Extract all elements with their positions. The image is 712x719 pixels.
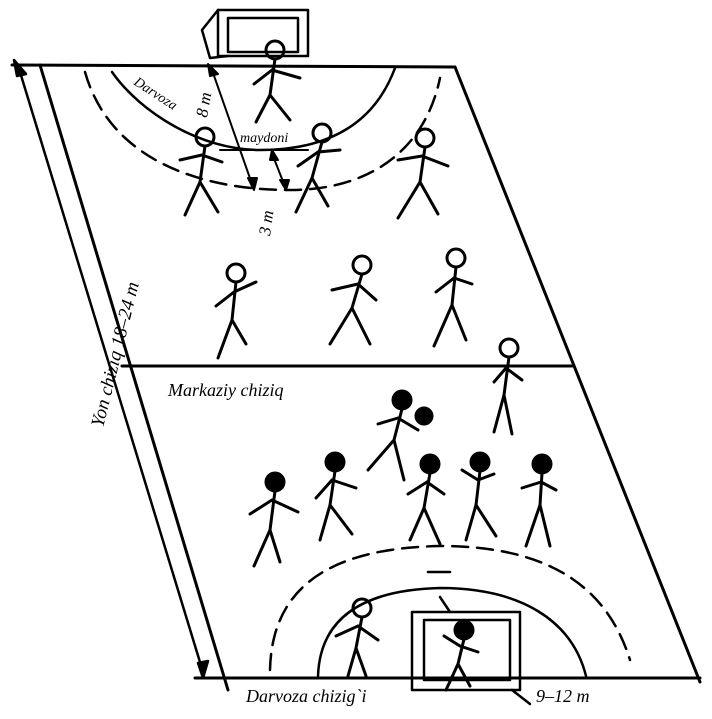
side-line-label: Yon chiziq 18–24 m: [87, 280, 143, 429]
player: [178, 126, 224, 217]
player: [396, 127, 450, 220]
player: [252, 39, 302, 124]
player: [406, 453, 446, 546]
player: [214, 262, 258, 360]
player: [492, 337, 524, 436]
top-goal-line: [10, 63, 457, 69]
player: [314, 451, 358, 542]
player-figures-bottom: [248, 389, 558, 692]
goal-area-label-2: maydoni: [240, 131, 288, 146]
dimension-3m-arrow: [269, 149, 290, 191]
bottom-free-throw-line: [268, 544, 632, 672]
goal-line-label: Darvoza chizig`i: [245, 686, 367, 706]
center-line-label: Markaziy chiziq: [167, 380, 283, 400]
top-goal: [200, 8, 310, 60]
player: [248, 471, 300, 568]
player: [334, 597, 380, 678]
player: [366, 389, 420, 482]
goalkeeper: [442, 619, 480, 692]
bottom-goal: [410, 570, 532, 706]
bottom-goal-area-line: [316, 586, 588, 678]
player: [328, 254, 378, 346]
court-outline: [10, 63, 702, 692]
right-side-line: [453, 65, 702, 684]
left-side-line: [38, 63, 230, 692]
player: [294, 122, 342, 214]
dist-3m-label: 3 m: [255, 209, 277, 237]
top-free-throw-line: [83, 70, 442, 192]
player: [520, 453, 558, 548]
ball: [414, 406, 434, 426]
width-label: 9–12 m: [536, 686, 590, 706]
dimension-8m-arrow: [207, 63, 258, 191]
player: [460, 451, 498, 542]
player-figures-top: [178, 39, 524, 678]
player: [432, 247, 474, 348]
goal-area-label: Darvoza: [130, 74, 179, 113]
side-line-dimension-arrow: [12, 58, 210, 680]
dist-8m-label: 8 m: [192, 91, 215, 119]
